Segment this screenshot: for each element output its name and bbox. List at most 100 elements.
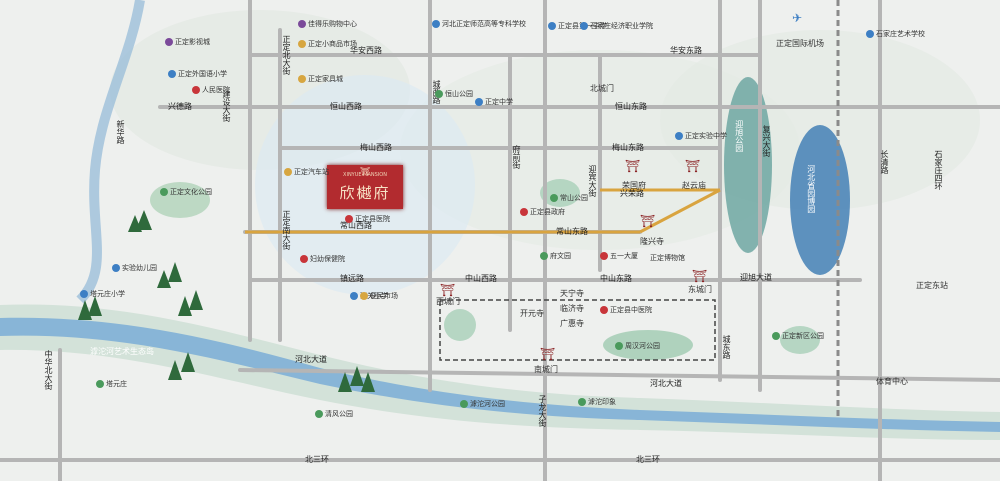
road-shiji: 石家庄四环 [934, 150, 943, 190]
road-huaian-west: 华安西路 [350, 46, 382, 55]
road-hengshan-east: 恒山东路 [615, 102, 647, 111]
road-changshan-east: 常山东路 [556, 227, 588, 236]
gate-icon: ⛩ [440, 283, 456, 297]
park-icon [578, 398, 586, 406]
school-icon [580, 22, 588, 30]
poi-bank[interactable]: 五一大厦 [600, 252, 638, 260]
project-name-en: XINYUE MANSION [343, 172, 387, 178]
poi-park[interactable]: 清风公园 [315, 410, 353, 418]
road-fuxing: 复兴大街 [762, 125, 771, 157]
poi-school[interactable]: 塔元庄小学 [80, 290, 125, 298]
landmark-zhaoyun: 赵云庙 [682, 181, 706, 190]
park-icon [435, 90, 443, 98]
poi-school[interactable]: 实验幼儿园 [112, 264, 157, 272]
school-icon [350, 292, 358, 300]
poi-school[interactable]: 石家庄艺术学校 [866, 30, 925, 38]
shop-icon [284, 168, 292, 176]
poi-park[interactable]: 周汉河公园 [615, 342, 660, 350]
poi-school[interactable]: 西关小学 [350, 292, 388, 300]
poi-park[interactable]: 常山公园 [550, 194, 588, 202]
poi-park[interactable]: 滹沱河公园 [460, 400, 505, 408]
road-huaian-east: 华安东路 [670, 46, 702, 55]
poi-museum[interactable]: 正定博物馆 [650, 254, 685, 262]
gate-icon: ⛩ [692, 269, 708, 283]
park-icon [160, 188, 168, 196]
road-xingde: 兴德路 [168, 102, 192, 111]
poi-park[interactable]: 塔元庄 [96, 380, 127, 388]
poi-shopping[interactable]: 正定家具城 [298, 75, 343, 83]
park-icon [96, 380, 104, 388]
poi-shopping[interactable]: 佳得乐购物中心 [298, 20, 357, 28]
poi-gov[interactable]: 正定县政府 [520, 208, 565, 216]
landmark-airport: 正定国际机场 [776, 39, 824, 48]
park-icon [315, 410, 323, 418]
road-jianshe: 建设大街 [222, 90, 231, 122]
poi-school[interactable]: 石家庄经济职业学院 [580, 22, 653, 30]
poi-park[interactable]: 正定新区公园 [772, 332, 824, 340]
project-symbol: ⛩ [360, 167, 371, 176]
road-chengdong: 城东路 [722, 335, 731, 359]
road-north3-right: 北三环 [636, 455, 660, 464]
poi-hospital[interactable]: 妇幼保健院 [300, 255, 345, 263]
poi-park[interactable]: 恒山公园 [435, 90, 473, 98]
poi-park[interactable]: 正定文化公园 [160, 188, 212, 196]
park-icon [540, 252, 548, 260]
park-icon [460, 400, 468, 408]
road-yingxu: 迎旭大道 [740, 273, 772, 282]
airport-icon: ✈ [792, 11, 803, 25]
hospital-icon [600, 306, 608, 314]
shop-icon [298, 20, 306, 28]
landmark-dongchengmen: 东城门 [688, 285, 712, 294]
landmark-rongguofu: 荣国府 [622, 181, 646, 190]
poi-cinema[interactable]: 正定影视城 [165, 38, 210, 46]
landmark-guanghui: 广惠寺 [560, 319, 584, 328]
road-zhengding-north: 正定北大街 [282, 35, 291, 75]
poi-school[interactable]: 正定实验中学 [675, 132, 727, 140]
region-airport-park: 迎旭公园 [734, 120, 744, 152]
project-badge[interactable]: ⛩ XINYUE MANSION 欣樾府 [327, 165, 403, 209]
road-hengshan-west: 恒山西路 [330, 102, 362, 111]
road-zhongshan-east: 中山东路 [600, 274, 632, 283]
cinema-icon [165, 38, 173, 46]
pagoda-icon: ⛩ [640, 214, 656, 228]
poi-school[interactable]: 正定中学 [475, 98, 513, 106]
school-icon [112, 264, 120, 272]
road-yingbin: 迎宾大街 [588, 165, 597, 197]
bank-icon [600, 252, 608, 260]
poi-school[interactable]: 河北正定师范高等专科学校 [432, 20, 526, 28]
road-changshan-west: 常山西路 [340, 221, 372, 230]
gate-icon: ⛩ [540, 347, 556, 361]
road-zhenyuan: 镇远路 [340, 274, 364, 283]
road-zhengding-south: 正定南大街 [282, 210, 291, 250]
shop-icon [360, 292, 368, 300]
road-meishan-west: 梅山西路 [360, 143, 392, 152]
poi-shopping[interactable]: 正定小商品市场 [298, 40, 357, 48]
poi-park[interactable]: 滹沱印象 [578, 398, 616, 406]
poi-shopping[interactable]: 便民市场 [360, 292, 398, 300]
school-icon [866, 30, 874, 38]
park-icon [615, 342, 623, 350]
poi-hospital[interactable]: 正定县医院 [345, 215, 390, 223]
school-icon [168, 70, 176, 78]
landmark-linji: 临济寺 [560, 304, 584, 313]
project-name-cn: 欣樾府 [339, 184, 391, 202]
road-xingrong: 兴荣路 [620, 189, 644, 198]
poi-hospital[interactable]: 正定县中医院 [600, 306, 652, 314]
hospital-icon [192, 86, 200, 94]
school-icon [475, 98, 483, 106]
poi-shopping[interactable]: 正定汽车站 [284, 168, 329, 176]
landmark-tianning: 天宁寺 [560, 289, 584, 298]
road-north3-left: 北三环 [305, 455, 329, 464]
pagoda-icon: ⛩ [685, 159, 701, 173]
shop-icon [298, 75, 306, 83]
road-ziyang: 子龙大街 [538, 395, 547, 427]
pagoda-icon: ⛩ [625, 159, 641, 173]
poi-school[interactable]: 正定外国语小学 [168, 70, 227, 78]
poi-park[interactable]: 府文园 [540, 252, 571, 260]
poi-hospital[interactable]: 人民医院 [192, 86, 230, 94]
school-icon [548, 22, 556, 30]
park-icon [772, 332, 780, 340]
road-hebei-avenue-east: 河北大道 [650, 379, 682, 388]
